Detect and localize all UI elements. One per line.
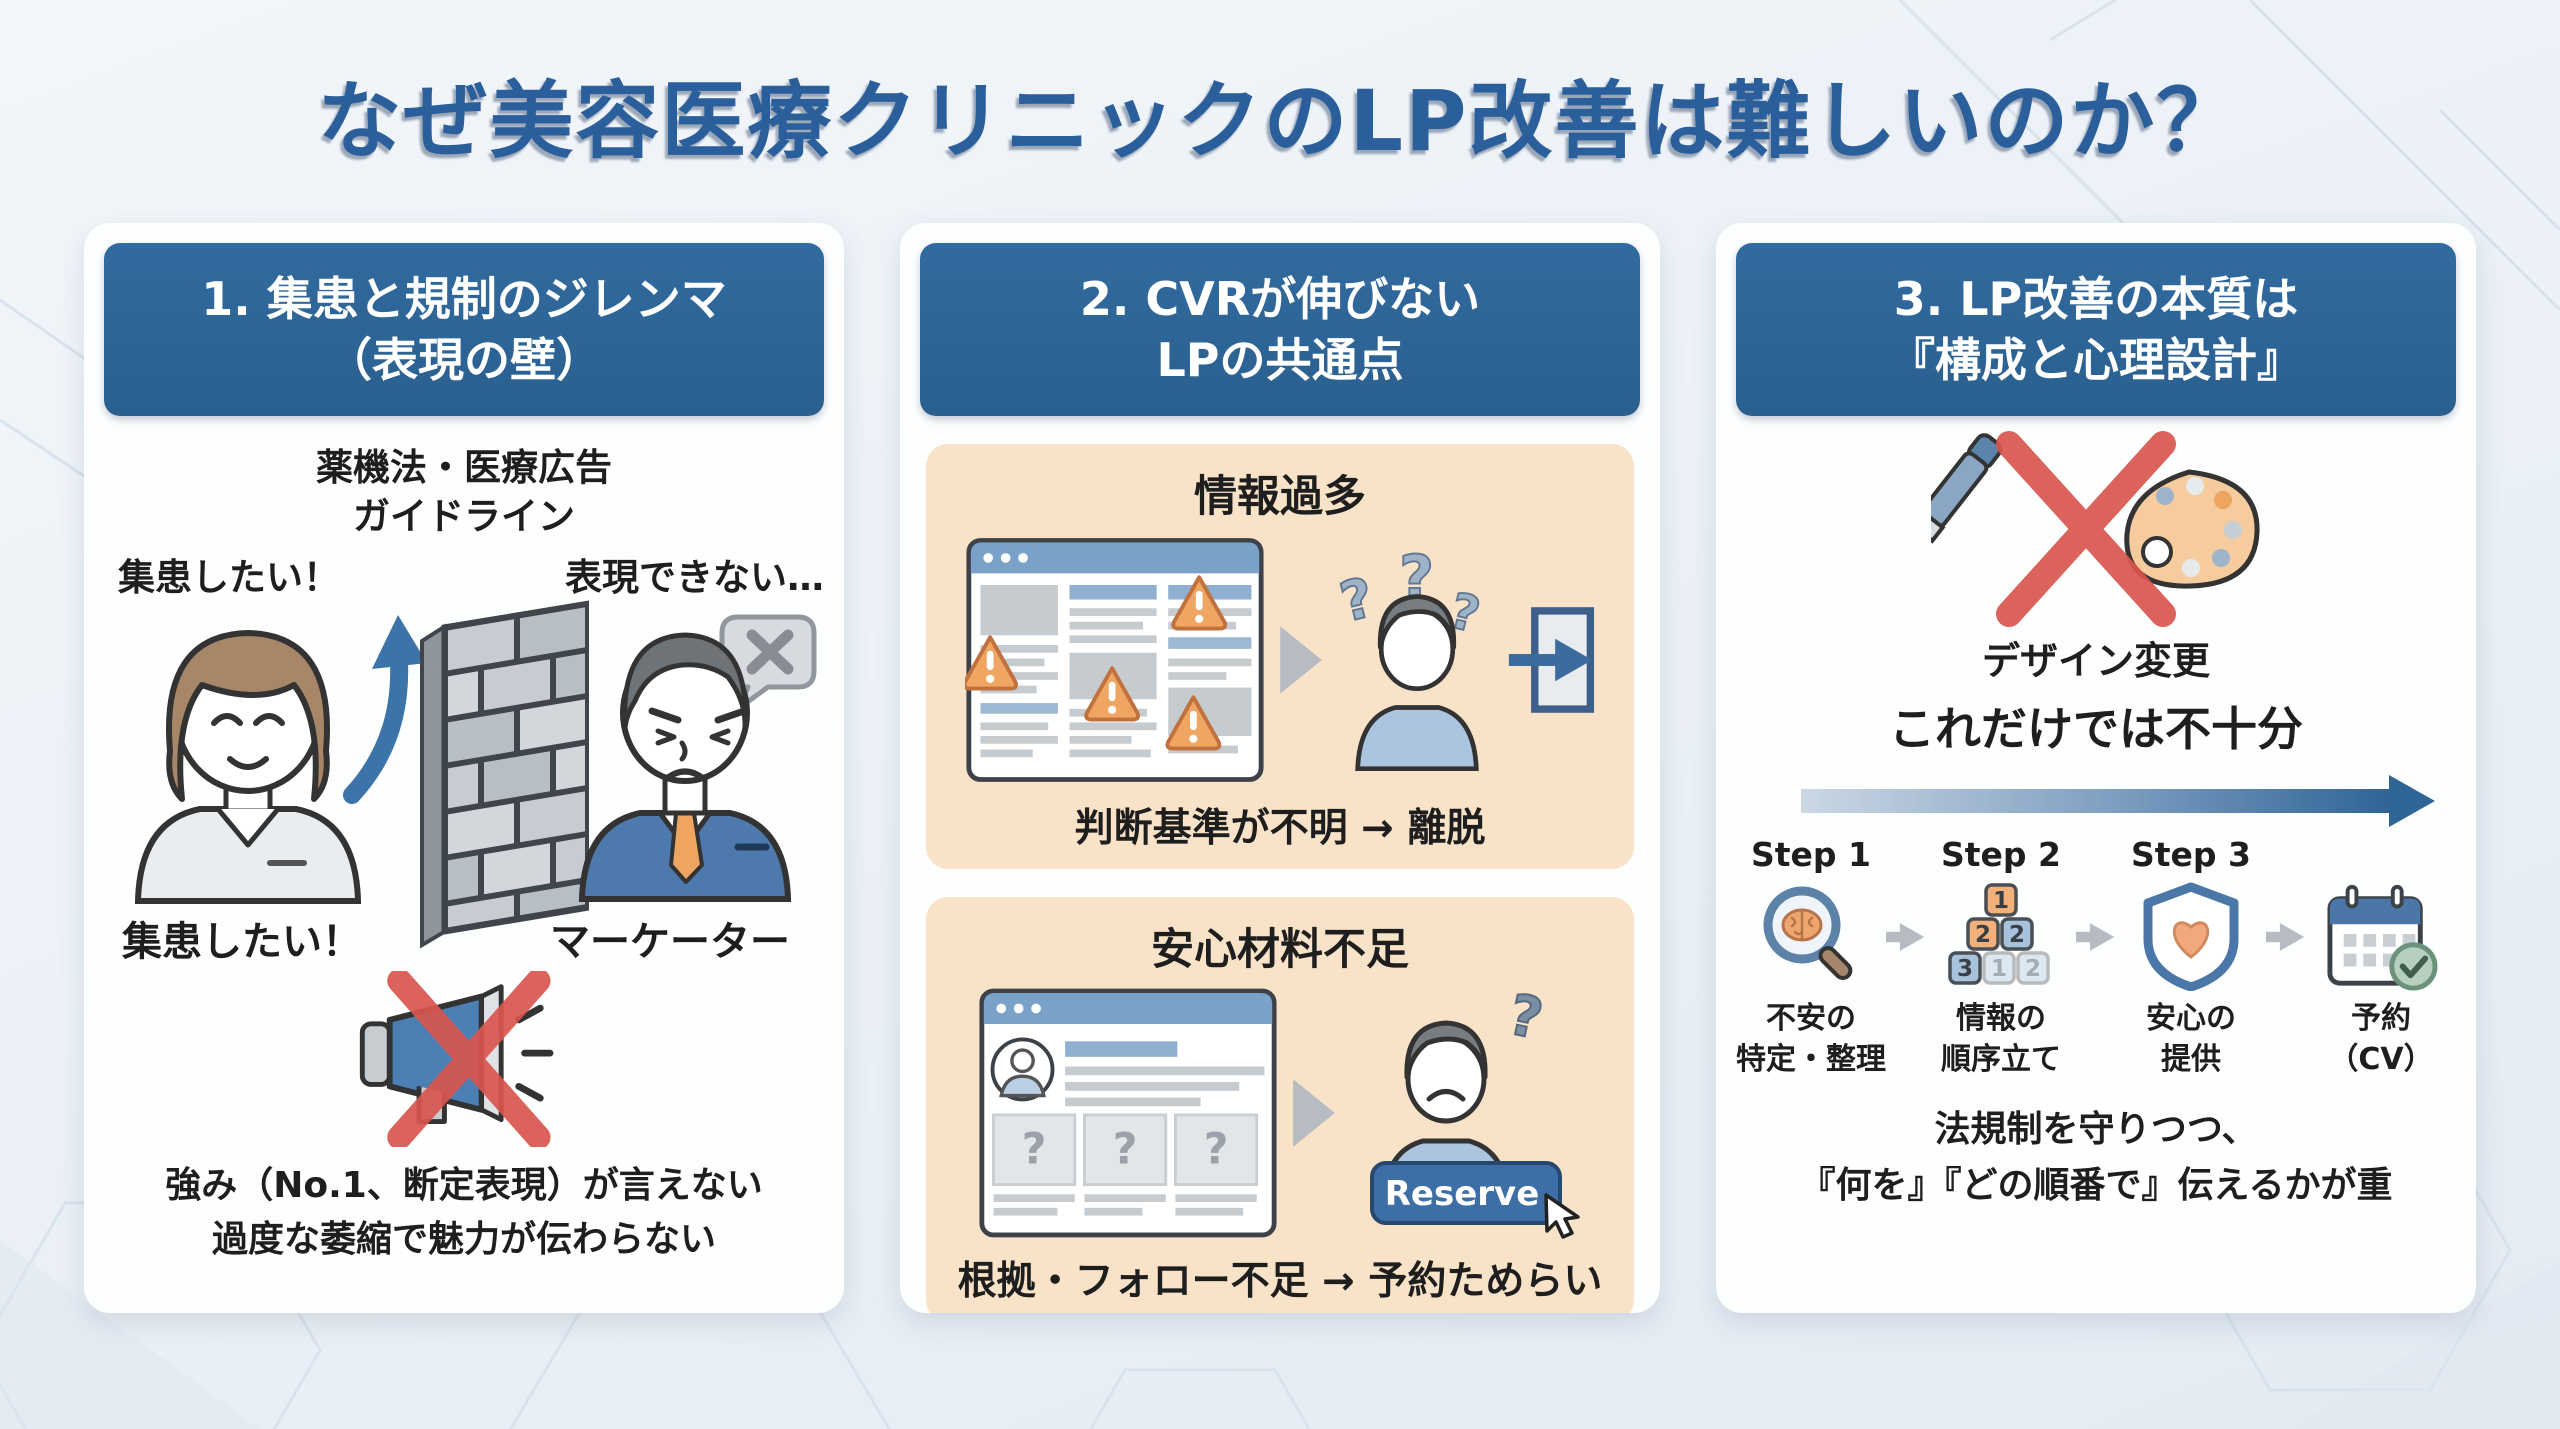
- no-megaphone-icon: [359, 970, 554, 1147]
- want-patients-label-bottom: 集患したい！: [122, 918, 362, 965]
- info-overload-title: 情報過多: [1194, 472, 1366, 523]
- card3-header-line1: 3. LP改善の本質は: [1893, 272, 2299, 326]
- numbered-blocks-icon: 1 2 2 3 1 2: [1948, 883, 2050, 986]
- step-arrow-icon: [2076, 923, 2115, 952]
- insufficient-label: これだけでは不十分: [1889, 702, 2303, 757]
- marketer-icon: [578, 614, 817, 902]
- red-x-icon: [1996, 431, 2176, 628]
- step-goal: 予約 （CV）: [2306, 835, 2456, 1080]
- cannot-express-label: 表現できない…: [565, 555, 824, 599]
- svg-text:1: 1: [1993, 888, 2009, 914]
- card-dilemma: 1. 集患と規制のジレンマ （表現の壁） 薬機法・医療広告 ガイドライン 集患し…: [84, 223, 844, 1313]
- no-reassurance-box: 安心材料不足: [926, 897, 1634, 1313]
- cards-row: 1. 集患と規制のジレンマ （表現の壁） 薬機法・医療広告 ガイドライン 集患し…: [0, 223, 2560, 1313]
- page-title: なぜ美容医療クリニックのLP改善は難しいのか？: [317, 72, 2243, 170]
- steps-row: Step 1 不安の 特定・整理 Step 2: [1736, 835, 2456, 1080]
- svg-text:?: ?: [1113, 1124, 1138, 1174]
- step-3: Step 3 安心の 提供: [2131, 835, 2251, 1077]
- svg-text:1: 1: [1991, 956, 2007, 982]
- growth-arrow-icon: [343, 614, 427, 804]
- svg-text:?: ?: [1503, 987, 1548, 1053]
- card-essence: 3. LP改善の本質は 『構成と心理設計』: [1716, 223, 2476, 1313]
- flow-arrow-icon: [1293, 1079, 1335, 1147]
- step-2: Step 2 1: [1941, 835, 2061, 1077]
- svg-text:?: ?: [1337, 565, 1380, 635]
- marketer-label: マーケーター: [550, 918, 790, 965]
- no-reassurance-title: 安心材料不足: [1151, 925, 1409, 976]
- card-cvr: 2. CVRが伸びない LPの共通点 情報過多: [900, 223, 1660, 1313]
- law-guideline-label: 薬機法・医療広告 ガイドライン: [316, 446, 612, 538]
- no-design-only-icon: [1931, 431, 2260, 628]
- card2-header: 2. CVRが伸びない LPの共通点: [920, 243, 1640, 417]
- red-x-icon: [387, 970, 551, 1147]
- card3-header: 3. LP改善の本質は 『構成と心理設計』: [1736, 243, 2456, 417]
- wall-scene: 集患したい！ 表現できない…: [104, 545, 824, 969]
- want-patients-label-top: 集患したい！: [118, 555, 340, 599]
- exit-icon: [1508, 607, 1595, 713]
- card1-header: 1. 集患と規制のジレンマ （表現の壁）: [104, 243, 824, 417]
- cursor-icon: [1544, 1193, 1580, 1239]
- step-arrow-icon: [1886, 923, 1925, 952]
- svg-text:2: 2: [2025, 956, 2041, 982]
- clinic-staff-icon: [134, 629, 362, 904]
- card2-header-line2: LPの共通点: [1156, 332, 1404, 387]
- svg-text:?: ?: [1204, 1124, 1229, 1174]
- card3-conclusion: 法規制を守りつつ、 『何を』『どの順番で』伝えるかが重: [1799, 1109, 2393, 1207]
- sparse-lp-browser-icon: ? ? ?: [979, 988, 1277, 1238]
- svg-text:?: ?: [1022, 1124, 1047, 1174]
- confused-user-icon: ? ? ?: [1337, 544, 1486, 771]
- info-overload-caption: 判断基準が不明 → 離脱: [1074, 806, 1486, 852]
- paintbrush-icon: [1931, 433, 2003, 578]
- card1-header-line2: （表現の壁）: [326, 332, 602, 387]
- shield-heart-icon: [2143, 882, 2239, 992]
- reserve-button: Reserve: [1370, 1160, 1562, 1225]
- svg-text:3: 3: [1957, 956, 1973, 982]
- svg-text:2: 2: [1975, 922, 1991, 948]
- svg-text:Reserve: Reserve: [1385, 1174, 1540, 1214]
- card1-conclusion: 強み（No.1、断定表現）が言えない 過度な萎縮で魅力が伝わらない: [165, 1164, 763, 1260]
- step-1: Step 1 不安の 特定・整理: [1736, 835, 1886, 1077]
- card2-header-line1: 2. CVRが伸びない: [1079, 272, 1481, 326]
- card1-header-line1: 1. 集患と規制のジレンマ: [201, 272, 727, 326]
- hesitant-user-icon: ? Reserve: [1370, 987, 1580, 1239]
- palette-icon: [2124, 469, 2260, 589]
- process-arrow: [1801, 775, 2435, 828]
- flow-arrow-icon: [1280, 626, 1322, 694]
- design-change-label: デザイン変更: [1981, 639, 2210, 684]
- brick-wall-icon: [420, 600, 589, 949]
- no-reassurance-caption: 根拠・フォロー不足 → 予約ためらい: [957, 1259, 1603, 1305]
- card3-header-line2: 『構成と心理設計』: [1889, 332, 2303, 387]
- svg-text:2: 2: [2009, 922, 2025, 948]
- calendar-check-icon: [2327, 885, 2438, 991]
- magnifier-brain-icon: [1763, 886, 1853, 981]
- step-arrow-icon: [2266, 923, 2305, 952]
- cluttered-lp-browser-icon: [965, 538, 1264, 782]
- info-overload-box: 情報過多: [926, 444, 1634, 870]
